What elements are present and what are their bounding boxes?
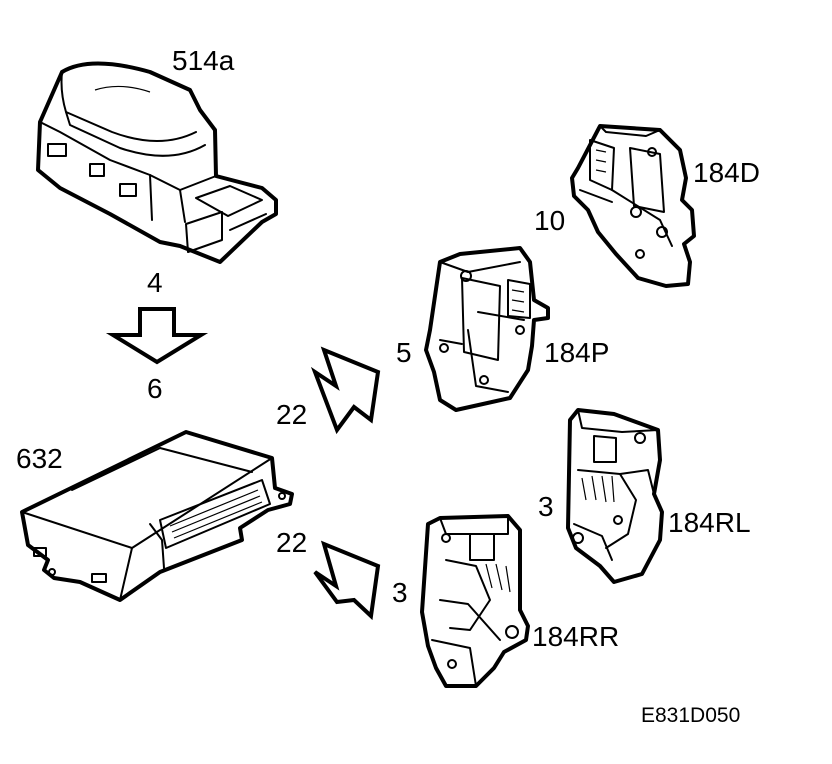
connector-arrow-lower	[313, 540, 381, 621]
label-514a: 514a	[172, 45, 235, 76]
label-pins-184d: 10	[534, 205, 565, 236]
switch-184rr	[420, 514, 530, 688]
switch-184p	[424, 246, 550, 412]
connector-arrow-upper	[310, 346, 381, 435]
label-184rr: 184RR	[532, 621, 619, 652]
label-flow-top: 4	[147, 267, 163, 298]
label-184p: 184P	[544, 337, 609, 368]
label-pins-184p: 5	[396, 337, 412, 368]
switch-514a	[36, 61, 278, 264]
flow-arrow-down	[105, 307, 209, 365]
label-632: 632	[16, 443, 63, 474]
label-connector-lower: 22	[276, 527, 307, 558]
label-184rl: 184RL	[668, 507, 751, 538]
switch-184d	[570, 124, 696, 288]
label-pins-184rl: 3	[538, 491, 554, 522]
label-flow-bottom: 6	[147, 373, 163, 404]
label-184d: 184D	[693, 157, 760, 188]
label-connector-upper: 22	[276, 399, 307, 430]
control-module-632	[20, 430, 294, 602]
switch-184rl	[566, 408, 664, 584]
label-pins-184rr: 3	[392, 577, 408, 608]
figure-code: E831D050	[641, 704, 740, 727]
